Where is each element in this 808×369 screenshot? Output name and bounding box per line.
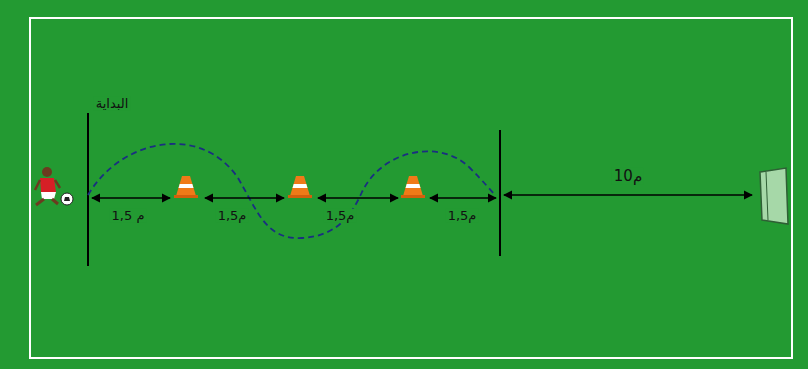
dribble-path [88,144,495,238]
cone [401,176,425,198]
dimension-arrow [430,197,496,198]
dimension-arrow [92,197,170,198]
goal-post [766,172,768,220]
dimension-arrow [504,194,752,195]
cone [174,176,198,198]
dimension-arrow [318,197,398,198]
dimension-arrow [205,197,284,198]
player-figure [35,167,73,205]
dimension-label: 1,5م [216,209,249,223]
dimension-label: 10م [612,168,644,185]
dimension-label: 1,5م [324,209,357,223]
cone [288,176,312,198]
field-border [30,18,792,358]
dimension-label: 1,5م [446,209,479,223]
end-line [499,130,501,256]
dimension-label: 1,5 م [110,209,147,223]
start-label: البداية [94,97,131,111]
goal [760,168,788,224]
start-line [87,113,89,266]
